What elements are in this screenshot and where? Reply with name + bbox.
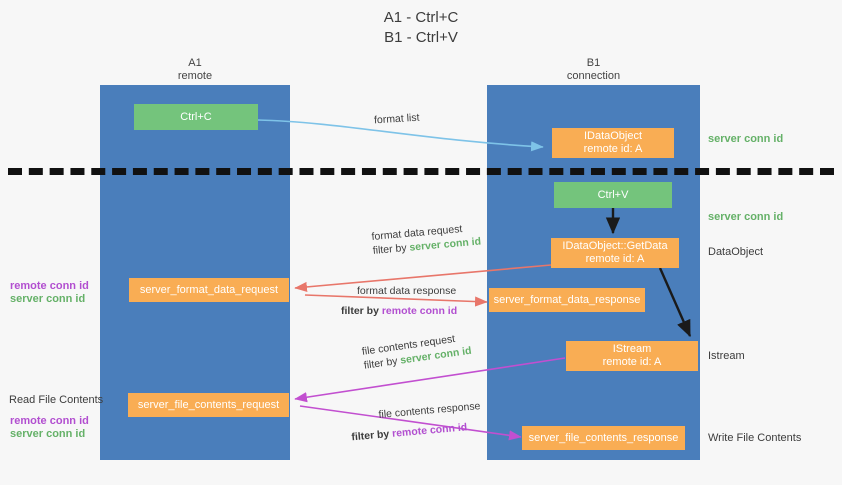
lane-b1-subtitle: connection [566, 70, 621, 82]
box-server-format-data-response[interactable]: server_format_data_response [489, 288, 645, 312]
lane-a1-title: A1 [188, 57, 202, 69]
box-server-format-data-request-label: server_format_data_request [139, 283, 279, 296]
arrow-format-data-request [294, 264, 552, 293]
arrow-format-list [257, 119, 544, 152]
box-server-file-contents-response[interactable]: server_file_contents_response [522, 426, 685, 450]
lane-b1-title: B1 [586, 57, 601, 69]
arrow-file-contents-response [299, 405, 522, 441]
label-remote-conn-id-2: remote conn id [10, 415, 89, 427]
box-ctrl-v[interactable]: Ctrl+V [554, 182, 672, 208]
box-server-format-data-request[interactable]: server_format_data_request [129, 278, 289, 302]
label-server-conn-id-top: server conn id [708, 133, 784, 145]
lane-b1-header: B1 connection [487, 57, 700, 83]
lane-a1-header: A1 remote [100, 57, 290, 83]
box-ctrl-c-label: Ctrl+C [180, 110, 212, 123]
box-idataobject-line-1: IDataObject [583, 130, 643, 142]
arrow-getdata-to-istream [658, 267, 692, 338]
diagram-title: A1 - Ctrl+C B1 - Ctrl+V [0, 8, 842, 48]
box-getdata-line-1: IDataObject::GetData [562, 240, 668, 252]
caption-format-data-response: format data response filter by remote co… [341, 284, 457, 318]
box-istream-line-2: remote id: A [602, 356, 662, 368]
box-istream-line-1: IStream [612, 343, 652, 355]
label-remote-conn-id-1: remote conn id [10, 280, 89, 292]
box-idataobject-line-2: remote id: A [583, 143, 643, 155]
label-server-conn-id-mid: server conn id [708, 211, 784, 223]
title-line-1: A1 - Ctrl+C [383, 9, 459, 26]
box-idataobject-getdata[interactable]: IDataObject::GetData remote id: A [551, 238, 679, 268]
lane-a1-subtitle: remote [177, 70, 213, 82]
label-read-file-contents: Read File Contents [9, 394, 104, 406]
caption-format-data-response-filter: filter by remote conn id [341, 305, 458, 317]
label-server-conn-id-2: server conn id [10, 428, 86, 440]
box-server-file-contents-request[interactable]: server_file_contents_request [128, 393, 289, 417]
box-istream[interactable]: IStream remote id: A [566, 341, 698, 371]
box-server-file-contents-response-label: server_file_contents_response [528, 431, 679, 444]
dashed-divider [8, 168, 834, 175]
box-idataobject[interactable]: IDataObject remote id: A [552, 128, 674, 158]
box-server-format-data-response-label: server_format_data_response [493, 293, 641, 306]
box-ctrl-v-label: Ctrl+V [597, 188, 629, 201]
box-server-file-contents-request-label: server_file_contents_request [137, 398, 280, 411]
label-dataobject: DataObject [708, 246, 764, 258]
caption-format-data-response-text: format data response [357, 285, 457, 297]
box-getdata-line-2: remote id: A [585, 253, 645, 265]
label-istream: Istream [708, 350, 745, 362]
arrow-file-contents-request [294, 357, 566, 403]
filter-value-remote-conn-id-1: remote conn id [381, 305, 458, 317]
label-write-file-contents: Write File Contents [708, 432, 802, 444]
title-line-2: B1 - Ctrl+V [384, 29, 458, 46]
label-server-conn-id-1: server conn id [10, 293, 86, 305]
box-ctrl-c[interactable]: Ctrl+C [134, 104, 258, 130]
caption-format-list: format list [373, 111, 420, 127]
arrow-format-data-response [304, 294, 488, 307]
